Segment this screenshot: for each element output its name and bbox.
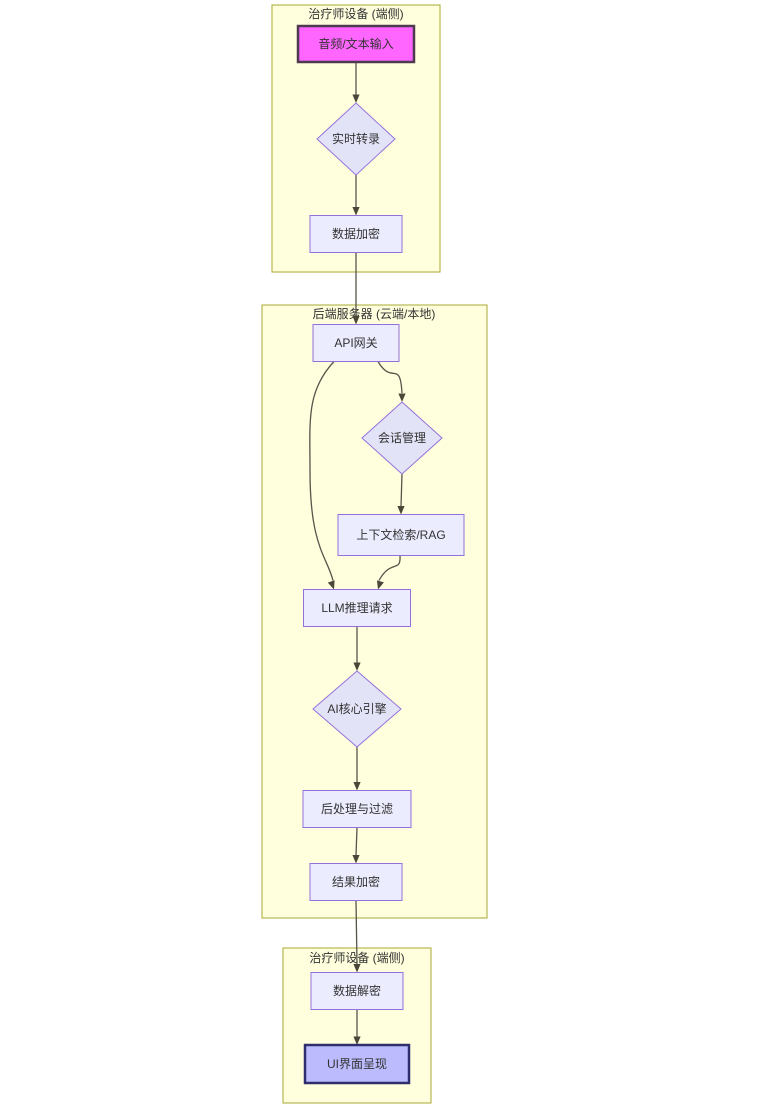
- edge-api-gateway-to-llm-inference-request-arrowhead: [327, 580, 335, 590]
- node-label: LLM推理请求: [321, 601, 392, 615]
- edge-data-decryption-to-ui-presentation-arrowhead: [353, 1036, 361, 1045]
- node-label: 会话管理: [378, 430, 426, 445]
- node-ui-presentation[interactable]: UI界面呈现: [303, 1043, 411, 1085]
- node-api-gateway[interactable]: API网关: [312, 324, 400, 362]
- node-label: 音频/文本输入: [318, 36, 393, 51]
- node-label: UI界面呈现: [327, 1057, 387, 1071]
- node-shape[interactable]: [303, 589, 411, 627]
- edge-session-management-to-context-retrieval-rag-arrowhead: [397, 506, 405, 515]
- node-shape[interactable]: [312, 324, 400, 362]
- edge-audio-text-input-to-realtime-transcription-arrowhead: [352, 94, 360, 103]
- edge-post-processing-filter-to-result-encryption: [355, 827, 358, 856]
- node-session-management[interactable]: 会话管理: [361, 401, 443, 475]
- node-shape[interactable]: [361, 401, 443, 475]
- node-label: 后处理与过滤: [321, 802, 393, 816]
- node-label: 上下文检索/RAG: [356, 527, 445, 542]
- edge-ai-core-engine-to-post-processing-filter-arrowhead: [353, 782, 361, 791]
- edge-data-encryption-to-api-gateway-arrowhead: [352, 316, 360, 325]
- cluster-label: 后端服务器 (云端/本地): [313, 306, 436, 321]
- edge-result-encryption-to-data-decryption: [355, 900, 358, 965]
- node-data-encryption[interactable]: 数据加密: [309, 215, 403, 253]
- node-shape[interactable]: [302, 790, 412, 828]
- node-shape[interactable]: [312, 670, 402, 748]
- edge-api-gateway-to-llm-inference-request: [309, 361, 335, 581]
- edge-context-retrieval-rag-to-llm-inference-request: [378, 555, 401, 581]
- node-shape[interactable]: [337, 514, 465, 556]
- node-data-decryption[interactable]: 数据解密: [310, 972, 404, 1010]
- edge-llm-inference-request-to-ai-core-engine-arrowhead: [353, 662, 361, 671]
- node-shape[interactable]: [303, 1043, 411, 1085]
- node-result-encryption[interactable]: 结果加密: [309, 863, 403, 901]
- node-shape[interactable]: [316, 102, 396, 176]
- node-context-retrieval-rag[interactable]: 上下文检索/RAG: [337, 514, 465, 556]
- cluster-label: 治疗师设备 (端侧): [308, 7, 403, 21]
- edge-session-management-to-context-retrieval-rag: [400, 473, 403, 507]
- node-shape[interactable]: [309, 863, 403, 901]
- node-llm-inference-request[interactable]: LLM推理请求: [303, 589, 411, 627]
- edge-api-gateway-to-session-management: [377, 361, 403, 394]
- node-realtime-transcription[interactable]: 实时转录: [316, 102, 396, 176]
- node-post-processing-filter[interactable]: 后处理与过滤: [302, 790, 412, 828]
- node-label: 实时转录: [332, 131, 380, 146]
- edge-post-processing-filter-to-result-encryption-arrowhead: [352, 855, 360, 864]
- edge-realtime-transcription-to-data-encryption-arrowhead: [352, 207, 360, 216]
- edge-result-encryption-to-data-decryption-arrowhead: [353, 964, 361, 973]
- node-shape[interactable]: [310, 972, 404, 1010]
- node-shape[interactable]: [296, 24, 416, 64]
- edges-layer: [309, 62, 406, 1045]
- edge-api-gateway-to-session-management-arrowhead: [398, 393, 406, 402]
- node-label: 结果加密: [332, 874, 380, 889]
- node-ai-core-engine[interactable]: AI核心引擎: [312, 670, 402, 748]
- node-label: API网关: [334, 336, 377, 350]
- node-audio-text-input[interactable]: 音频/文本输入: [296, 24, 416, 64]
- node-label: 数据加密: [332, 226, 380, 241]
- node-shape[interactable]: [309, 215, 403, 253]
- node-label: 数据解密: [333, 983, 381, 998]
- edge-context-retrieval-rag-to-llm-inference-request-arrowhead: [376, 580, 384, 590]
- node-label: AI核心引擎: [327, 701, 386, 716]
